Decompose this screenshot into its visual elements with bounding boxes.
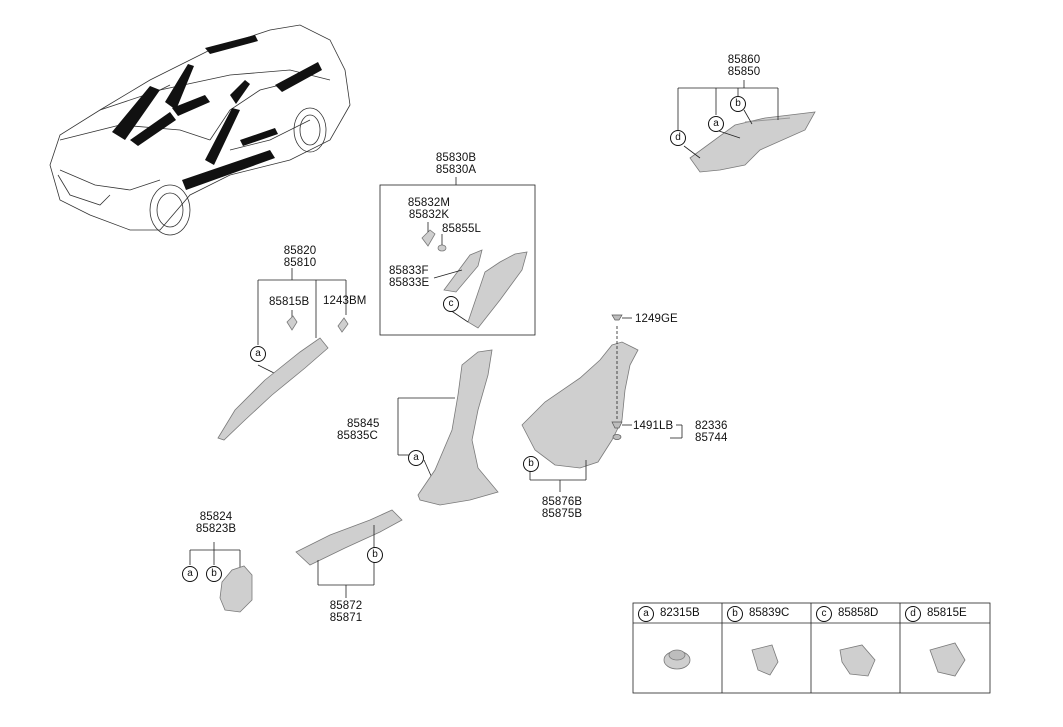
car-pillar-highlights <box>112 35 322 190</box>
part-number-85871: 85871 <box>329 612 363 624</box>
callout-a: a <box>408 450 424 466</box>
part-number-85855l: 85855L <box>442 223 481 235</box>
part-package-tray <box>689 111 816 173</box>
callout-b: b <box>730 96 746 112</box>
part-number-85876b: 85876B <box>541 496 583 508</box>
part-c-pillar <box>521 341 639 469</box>
part-b-pillar-upper <box>421 229 528 329</box>
legend-callout-d: d <box>905 606 921 622</box>
part-number-85810: 85810 <box>283 257 317 269</box>
callout-c: c <box>443 296 459 312</box>
legend-callout-b: b <box>727 606 743 622</box>
legend-part-85839c: 85839C <box>749 607 790 619</box>
callout-a: a <box>250 346 266 362</box>
callout-b: b <box>523 456 539 472</box>
part-number-1249ge: 1249GE <box>635 313 678 325</box>
part-number-85832k: 85832K <box>408 209 450 221</box>
part-number-85830b: 85830B <box>435 152 477 164</box>
part-number-85860: 85860 <box>727 54 761 66</box>
part-number-85824: 85824 <box>199 511 233 523</box>
legend-part-85815e: 85815E <box>927 607 967 619</box>
part-sill-scuff <box>295 509 403 566</box>
legend-part-82315b: 82315B <box>660 607 700 619</box>
part-number-85820: 85820 <box>283 245 317 257</box>
part-b-pillar-lower <box>417 349 499 506</box>
part-number-85850: 85850 <box>727 66 761 78</box>
legend-callout-a: a <box>638 606 654 622</box>
part-number-85835c: 85835C <box>337 430 378 442</box>
part-fasteners <box>611 314 623 440</box>
callout-a: a <box>708 116 724 132</box>
car-illustration <box>49 24 351 236</box>
part-number-85833f: 85833F <box>389 265 429 277</box>
part-number-82336: 82336 <box>695 420 728 432</box>
callout-d: d <box>670 130 686 146</box>
callout-b: b <box>206 566 222 582</box>
callout-a: a <box>182 566 198 582</box>
callout-b: b <box>367 547 383 563</box>
part-number-85823b: 85823B <box>195 523 237 535</box>
legend-part-85858d: 85858D <box>838 607 879 619</box>
legend-table-lines <box>632 602 991 694</box>
part-number-85875b: 85875B <box>541 508 583 520</box>
part-number-85832m: 85832M <box>407 197 451 209</box>
part-number-1243bm: 1243BM <box>323 295 367 307</box>
part-number-85830a: 85830A <box>435 164 477 176</box>
part-number-85872: 85872 <box>329 600 363 612</box>
part-a-pillar <box>217 315 349 441</box>
part-number-1491lb: 1491LB <box>633 420 674 432</box>
part-number-85744: 85744 <box>695 432 728 444</box>
part-number-85833e: 85833E <box>389 277 430 289</box>
b-pillar-group-box <box>379 184 536 336</box>
legend-callout-c: c <box>816 606 832 622</box>
part-number-85815b: 85815B <box>269 296 310 308</box>
part-kick-panel <box>219 565 253 613</box>
part-number-85845: 85845 <box>347 418 380 430</box>
legend-part-illustrations <box>663 642 966 677</box>
